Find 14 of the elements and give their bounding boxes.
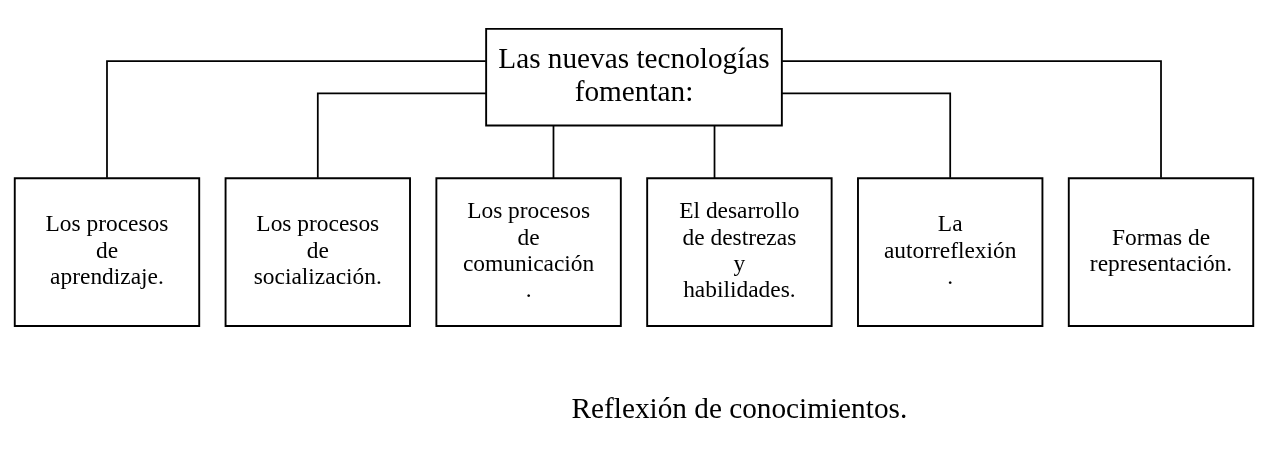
node-box: Los procesos de socialización. (224, 177, 411, 327)
connector (713, 125, 716, 179)
connector (781, 60, 1162, 179)
node-box: Las nuevas tecnologías fomentan: (485, 27, 783, 127)
node-box: Los procesos de aprendizaje. (13, 177, 201, 327)
node-box: La autorreflexión . (857, 177, 1044, 327)
connector (316, 92, 487, 179)
connector (781, 92, 952, 179)
label: Reflexión de conocimientos. (571, 392, 908, 425)
node-box: Los procesos de comunicación . (435, 177, 622, 327)
connector (106, 60, 487, 179)
node-box: Formas de representación. (1067, 177, 1255, 327)
connector (552, 125, 555, 179)
node-box: El desarrollo de destrezas y habilidades. (646, 177, 833, 327)
